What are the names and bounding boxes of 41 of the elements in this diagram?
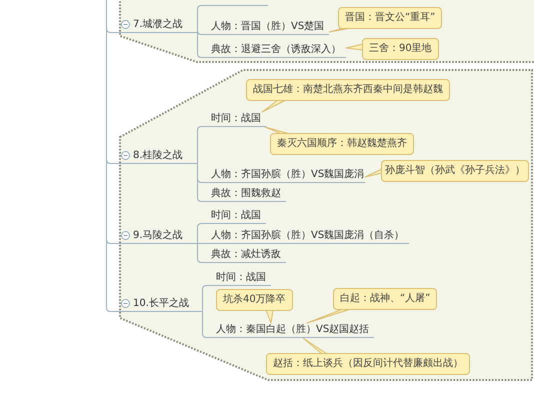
branch-line — [197, 223, 202, 244]
subtopic: 时间：战国 — [202, 112, 266, 127]
branch-line — [197, 126, 202, 164]
branch-line — [197, 243, 202, 263]
callout-bubble: 三舍：90里地 — [362, 38, 439, 60]
callout-pointer — [264, 126, 290, 134]
main-topic — [121, 17, 198, 33]
topic-title: 9.马陵之战 — [133, 228, 183, 243]
callout-pointer — [346, 44, 364, 50]
topic-title: 10.长平之战 — [133, 296, 189, 311]
branch-line — [197, 5, 268, 33]
callout-bubble: 坑杀40万降卒 — [216, 289, 293, 311]
subtopic: 人物：晋国（胜）VS楚国 — [202, 20, 330, 35]
main-topic — [121, 228, 198, 244]
dotted-boundary — [119, 0, 534, 64]
callout-pointer — [364, 168, 382, 178]
callout-bubble: 孙庞斗智（孙武《孙子兵法》） — [381, 160, 529, 182]
branch-line — [197, 30, 202, 35]
branch-line — [197, 32, 202, 58]
subtopic: 人物：齐国孙膑（胜）VS魏国庞涓 — [202, 168, 366, 183]
subtopic: 典故：退避三舍（诱敌深入） — [202, 43, 346, 58]
subtopic: 典故：减灶诱敌 — [202, 248, 286, 263]
subtopic: 时间：战国 — [202, 209, 266, 224]
branch-line — [197, 163, 202, 202]
topic-title: 8.桂陵之战 — [133, 148, 183, 163]
callout-pointer — [302, 338, 328, 354]
branch-line — [106, 0, 122, 312]
branch-line — [197, 243, 202, 244]
subtopic: 典故：围魏救赵 — [202, 187, 286, 202]
branch-line — [202, 285, 208, 312]
topic-title: 7.城濮之战 — [133, 18, 183, 32]
subtopic: 人物：秦国白起（胜）VS赵国赵括 — [207, 323, 374, 338]
branch-line — [202, 311, 208, 338]
dotted-boundary — [119, 69, 534, 382]
callout-pointer — [306, 308, 352, 324]
callout-pointer — [262, 100, 286, 112]
callout-pointer — [266, 310, 274, 324]
main-topic — [121, 148, 198, 164]
subtopic: 人物：齐国孙膑（胜）VS魏国庞涓（自杀） — [202, 229, 410, 244]
subtopic: 时间：战国 — [207, 271, 271, 286]
main-topic — [121, 296, 203, 312]
